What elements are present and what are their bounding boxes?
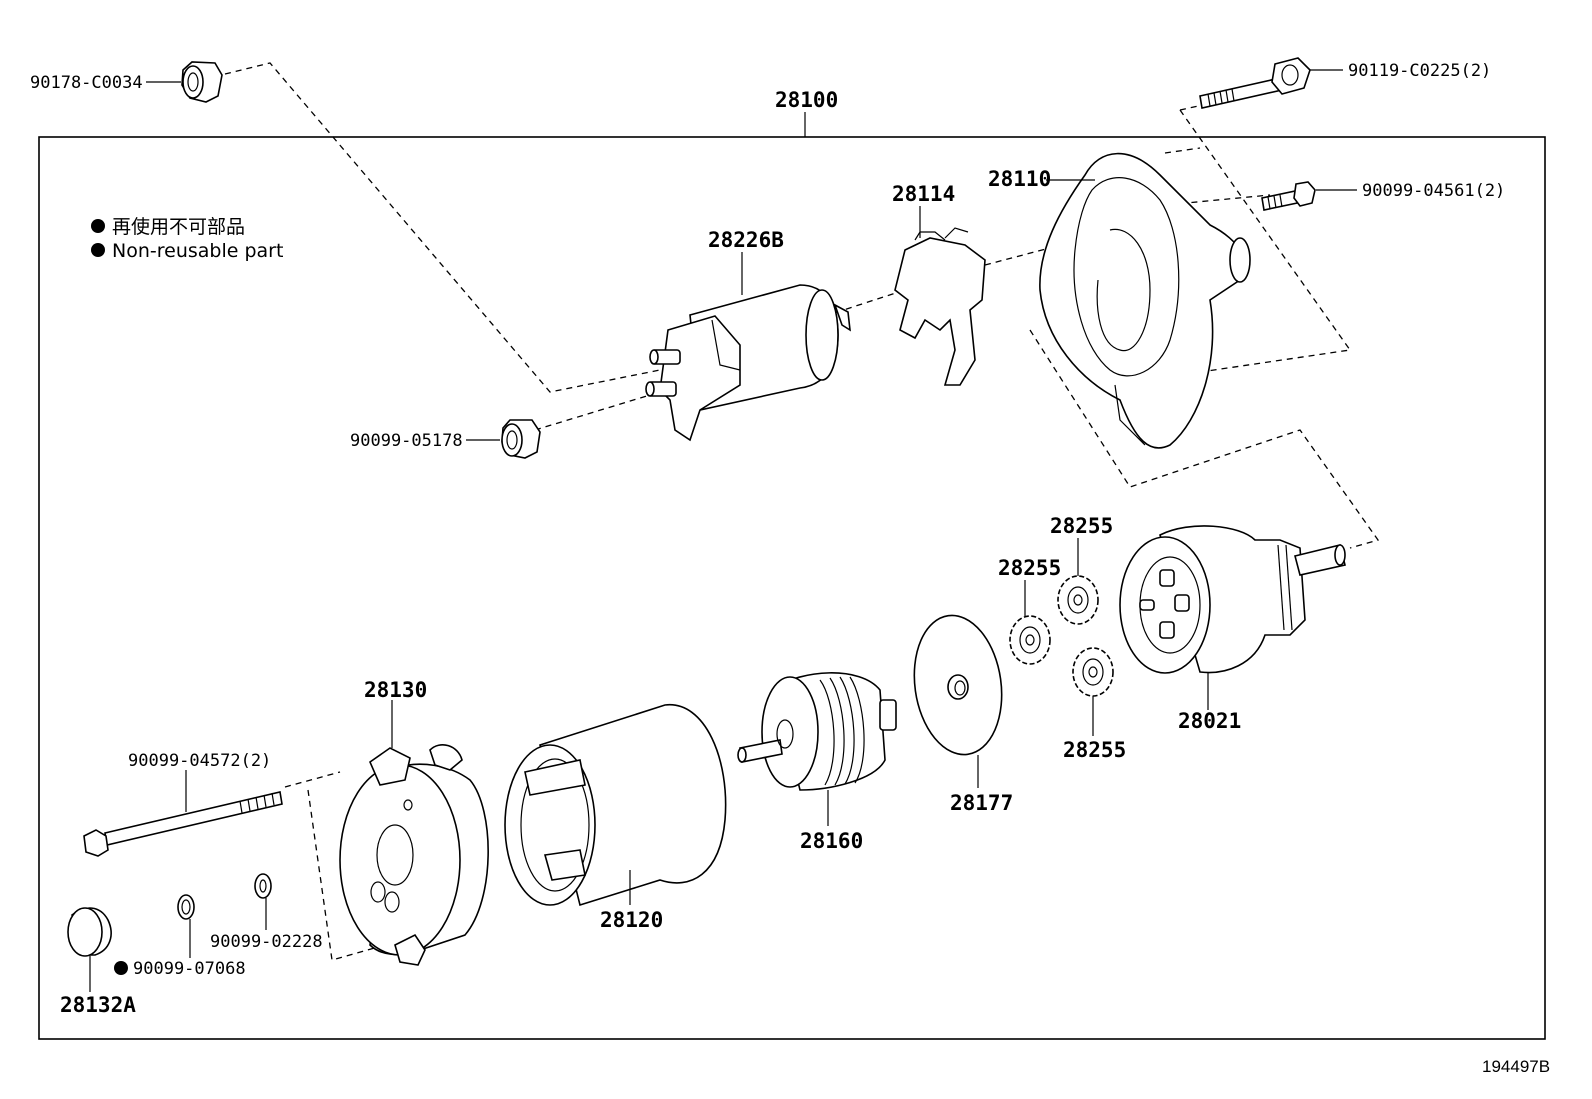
plate-28177[interactable] [906, 610, 1011, 761]
label-90099-04572[interactable]: 90099-04572(2) [128, 751, 271, 771]
figure-id: 194497B [1482, 1057, 1550, 1076]
label-28177[interactable]: 28177 [950, 791, 1013, 815]
end-frame-28130[interactable] [339, 744, 489, 966]
label-28130[interactable]: 28130 [364, 678, 427, 702]
planetary-gear-28255-top[interactable] [1057, 575, 1099, 625]
bolt-90119-c0225[interactable] [1199, 57, 1311, 109]
bolt-90099-04561[interactable] [1261, 181, 1316, 211]
label-28132a[interactable]: 28132A [60, 993, 136, 1017]
label-28114[interactable]: 28114 [892, 182, 955, 206]
label-28255-left[interactable]: 28255 [998, 556, 1061, 580]
label-90099-04561[interactable]: 90099-04561(2) [1362, 181, 1505, 201]
label-28110[interactable]: 28110 [988, 167, 1051, 191]
drive-housing-28110[interactable] [1039, 152, 1251, 449]
label-90099-02228[interactable]: 90099-02228 [210, 932, 323, 952]
label-28100[interactable]: 28100 [775, 88, 838, 112]
solenoid-switch-28226b[interactable] [645, 284, 851, 442]
washer-90099-02228[interactable] [254, 873, 272, 899]
label-90119-c0225[interactable]: 90119-C0225(2) [1348, 61, 1491, 81]
starter-clutch-28021[interactable] [1119, 525, 1346, 674]
label-28255-top[interactable]: 28255 [1050, 514, 1113, 538]
label-28160[interactable]: 28160 [800, 829, 863, 853]
nut-90099-05178[interactable] [501, 419, 541, 459]
drive-lever-28114[interactable] [894, 227, 986, 386]
ring-90099-07068[interactable] [177, 894, 195, 920]
label-90178-c0034[interactable]: 90178-C0034 [30, 73, 143, 93]
end-cap-28132a[interactable] [67, 907, 112, 957]
nut-90178-c0034[interactable] [181, 61, 223, 103]
label-28255-bottom[interactable]: 28255 [1063, 738, 1126, 762]
non-reusable-dot-icon [91, 219, 105, 233]
non-reusable-dot-icon [91, 243, 105, 257]
label-28226b[interactable]: 28226B [708, 228, 784, 252]
yoke-28120[interactable] [504, 704, 727, 907]
legend-jp: 再使用不可部品 [112, 216, 245, 238]
planetary-gear-28255-bottom[interactable] [1072, 647, 1114, 697]
assembly-frame [38, 136, 1546, 1040]
label-90099-05178[interactable]: 90099-05178 [350, 431, 463, 451]
label-28120[interactable]: 28120 [600, 908, 663, 932]
armature-28160[interactable] [737, 672, 897, 791]
planetary-gear-28255-left[interactable] [1009, 615, 1051, 665]
through-bolt-90099-04572[interactable] [83, 791, 283, 857]
non-reusable-dot-icon [114, 961, 128, 975]
label-90099-07068[interactable]: 90099-07068 [133, 959, 246, 979]
legend: 再使用不可部品 Non-reusable part [91, 216, 283, 262]
label-28021[interactable]: 28021 [1178, 709, 1241, 733]
legend-en: Non-reusable part [112, 240, 283, 262]
